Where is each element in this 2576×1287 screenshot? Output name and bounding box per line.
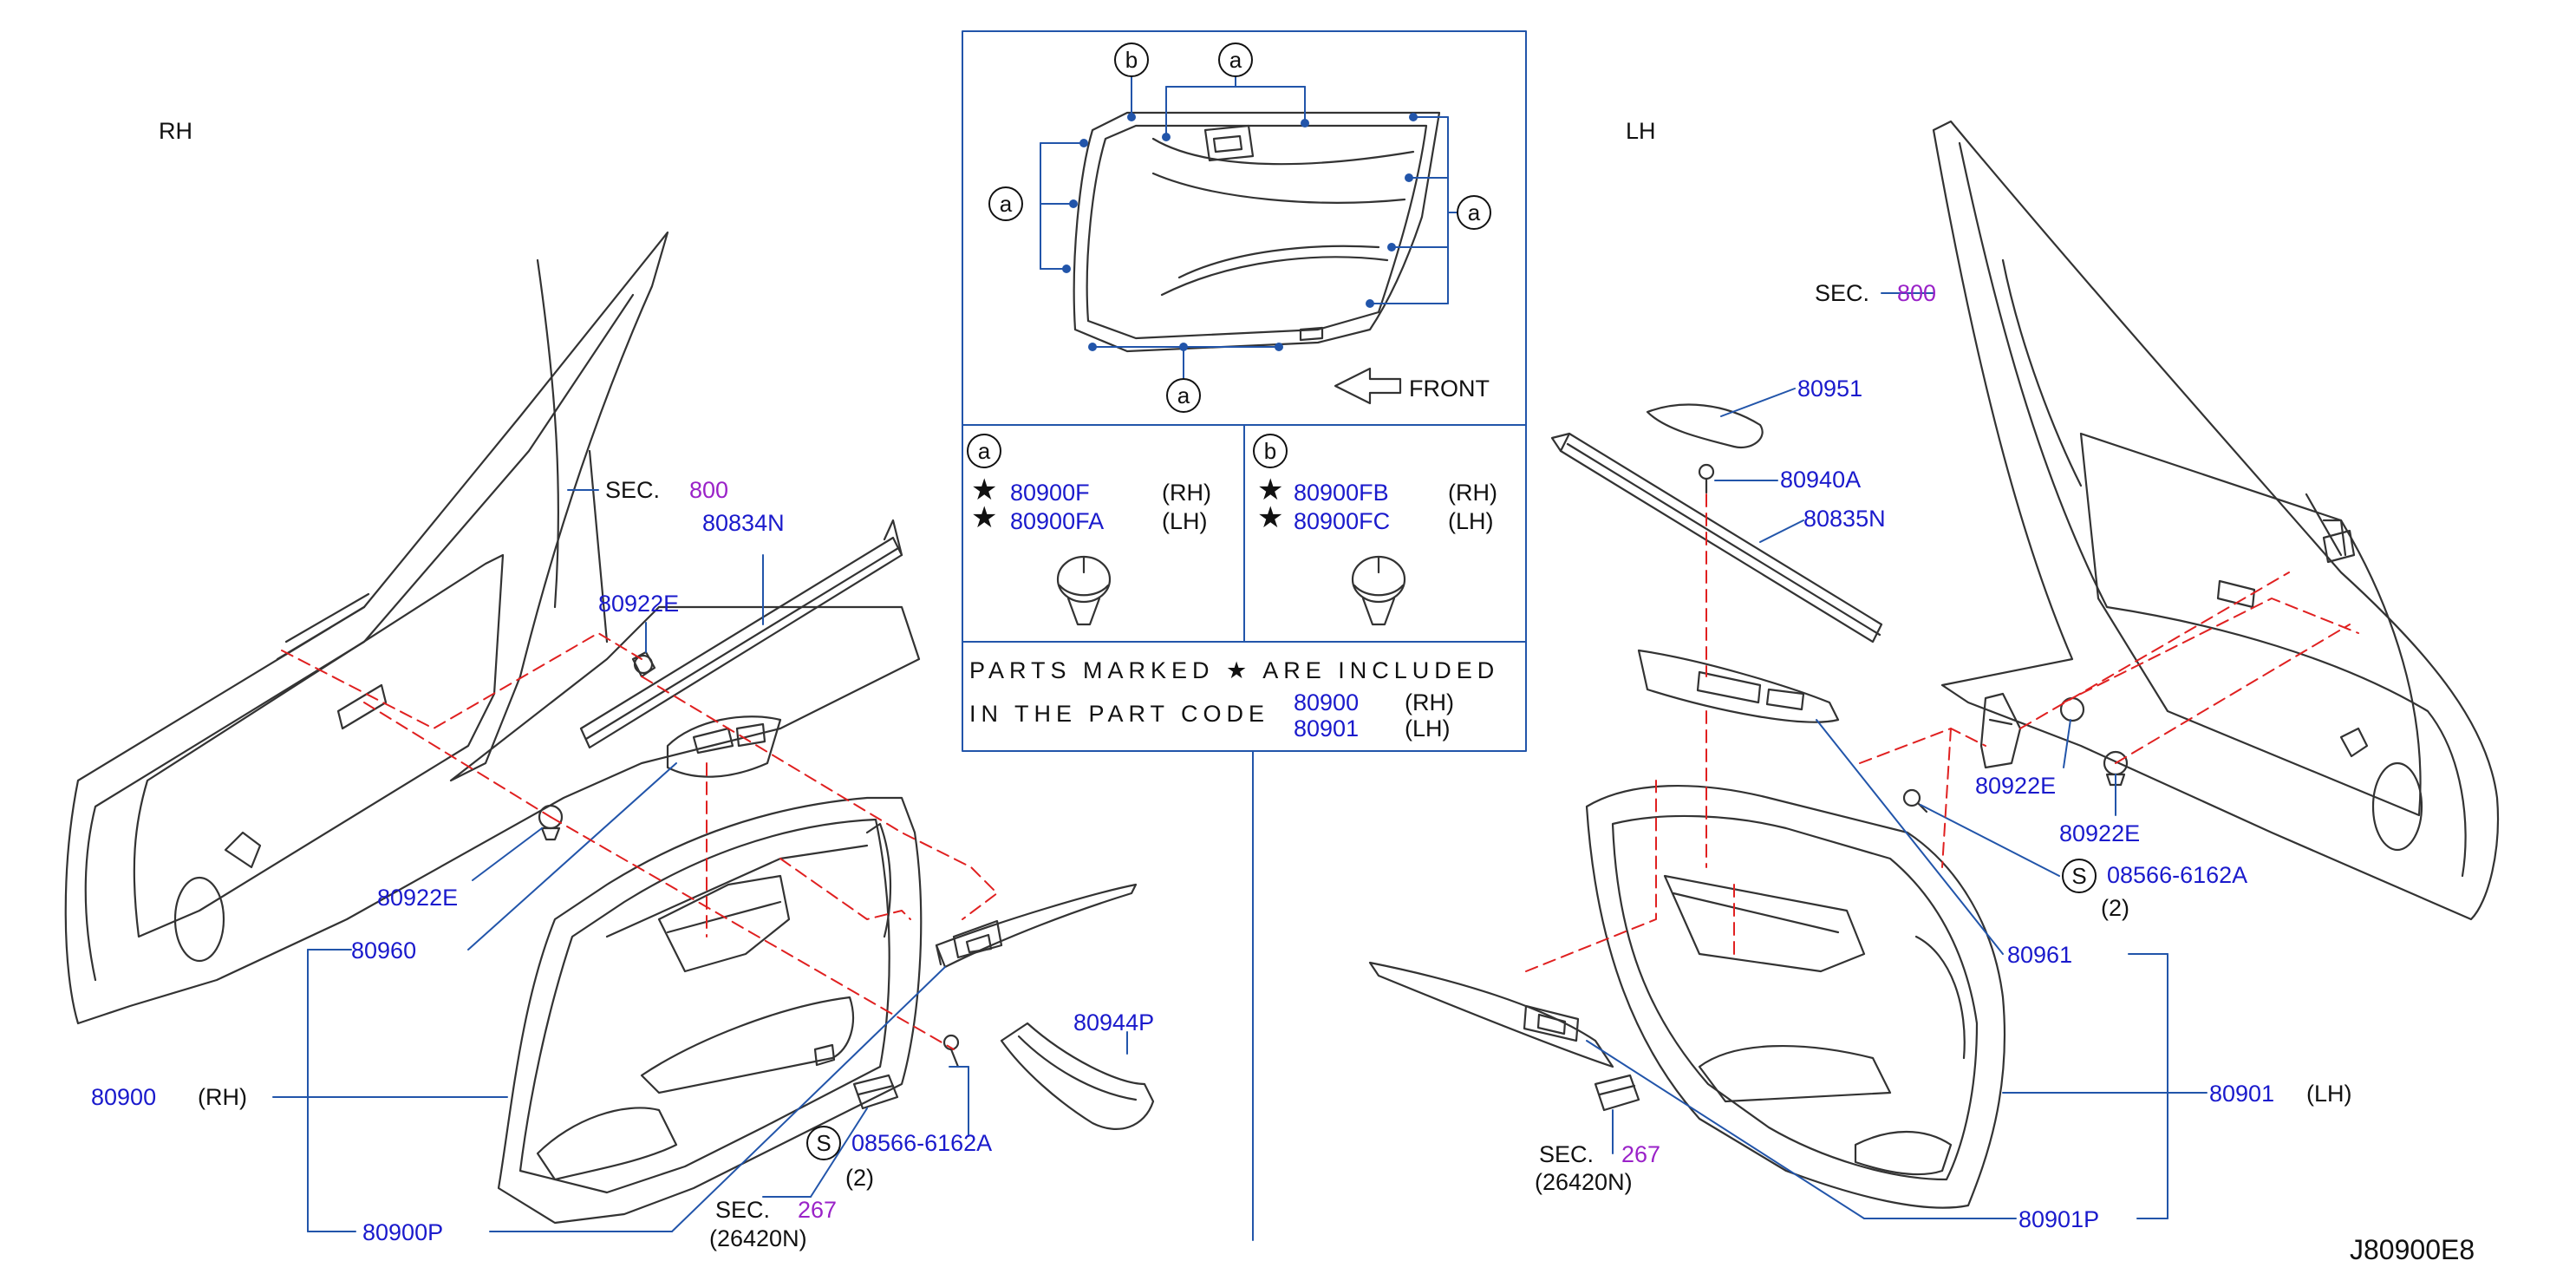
inset-trim-outline — [1073, 111, 1441, 353]
rh-part-80834n: 80834N — [702, 510, 785, 536]
callout-a-left: a — [988, 186, 1023, 221]
lh-screw-80940a — [1698, 463, 1715, 494]
front-label: FRONT — [1409, 376, 1490, 402]
rh-door-shell — [64, 231, 921, 1025]
lh-sec-800-prefix: SEC. — [1815, 280, 1870, 306]
star-icon: ★ — [971, 501, 998, 534]
lh-side-label: LH — [1626, 118, 1656, 144]
clip-a-code-rh: 80900F — [1010, 480, 1090, 506]
rh-pull-handle — [1000, 1022, 1155, 1130]
note-code-rh: 80900 — [1294, 689, 1360, 715]
clip-b-side-lh: (LH) — [1448, 508, 1494, 534]
rh-side-label: RH — [159, 118, 192, 144]
lh-sec-267-sub: (26420N) — [1535, 1169, 1633, 1195]
lh-door-trim-panel — [1585, 784, 2006, 1209]
rh-part-80900-side: (RH) — [198, 1084, 247, 1110]
rh-part-80900p: 80900P — [362, 1219, 444, 1245]
clip-a-side-rh: (RH) — [1162, 480, 1211, 506]
lh-screw — [1902, 788, 1928, 813]
lh-screw-code: 08566-6162A — [2107, 862, 2248, 888]
rh-part-80900: 80900 — [91, 1084, 157, 1110]
callout-b-top: b — [1114, 42, 1149, 77]
star-icon: ★ — [971, 474, 998, 506]
lh-finisher-cap — [1646, 403, 1764, 449]
lh-part-80951: 80951 — [1797, 376, 1863, 402]
clip-a-illustration — [1056, 555, 1112, 626]
lh-screw-qty: (2) — [2101, 895, 2129, 921]
lh-switch-assembly — [1637, 649, 1840, 723]
inset-leaders — [1040, 76, 1458, 382]
rh-door-trim-panel — [497, 796, 923, 1225]
lh-part-80901: 80901 — [2209, 1081, 2275, 1107]
clip-b-side-rh: (RH) — [1448, 480, 1497, 506]
diagram-id: J80900E8 — [2350, 1234, 2475, 1265]
lh-part-80901p: 80901P — [2018, 1206, 2100, 1232]
lh-sec-267-prefix: SEC. — [1539, 1141, 1595, 1167]
clip-a-side-lh: (LH) — [1162, 508, 1208, 534]
lh-door-shell — [1932, 120, 2500, 921]
note-code-lh: 80901 — [1294, 715, 1360, 741]
clip-a-code-lh: 80900FA — [1010, 508, 1105, 534]
clip-b-code-lh: 80900FC — [1294, 508, 1391, 534]
rh-sec-800-prefix: SEC. — [605, 477, 661, 503]
note-line-2: IN THE PART CODE — [969, 701, 1270, 727]
rh-glass-run-strip — [579, 519, 903, 749]
clip-b-letter: b — [1253, 434, 1288, 468]
rh-armrest-trim — [935, 883, 1138, 969]
clip-b-illustration — [1351, 555, 1406, 626]
rh-part-80944p: 80944P — [1073, 1009, 1155, 1035]
note-side-lh: (LH) — [1405, 715, 1451, 741]
front-arrow-icon — [1334, 367, 1402, 405]
callout-a-right: a — [1457, 195, 1491, 230]
star-icon: ★ — [1257, 474, 1284, 506]
rh-sec-267-number: 267 — [798, 1197, 838, 1223]
lh-bracket-267 — [1594, 1074, 1640, 1112]
callout-a-top: a — [1218, 42, 1253, 77]
note-line-1: PARTS MARKED ★ ARE INCLUDED — [969, 657, 1500, 683]
rh-screw-qty: (2) — [845, 1165, 874, 1191]
lh-part-80961: 80961 — [2007, 942, 2073, 968]
lh-part-80922e-lower: 80922E — [2059, 820, 2141, 846]
lh-screw-s-letter: S — [2062, 859, 2097, 893]
lh-sec-267-number: 267 — [1621, 1141, 1661, 1167]
inset-panel — [962, 30, 1527, 1241]
clip-b-code-rh: 80900FB — [1294, 480, 1389, 506]
rh-clip-lower — [538, 804, 564, 841]
star-icon: ★ — [1257, 501, 1284, 534]
lh-armrest-trim — [1368, 961, 1614, 1068]
rh-switch-bezel — [666, 715, 782, 778]
rh-part-80922e-bottom: 80922E — [377, 885, 459, 911]
rh-part-80960: 80960 — [351, 937, 417, 964]
callout-a-bottom: a — [1166, 378, 1201, 413]
dashed-assembly-lines — [281, 493, 2359, 1050]
note-side-rh: (RH) — [1405, 689, 1454, 715]
inset-clip-dots — [1062, 113, 1418, 351]
rh-part-80922e-top: 80922E — [598, 591, 680, 617]
rh-clip-upper — [631, 650, 656, 678]
lh-part-80901-side: (LH) — [2306, 1081, 2352, 1107]
rh-bracket — [852, 1074, 899, 1110]
lh-bracket — [1979, 692, 2022, 769]
leader-lines — [272, 292, 2208, 1232]
clip-a-letter: a — [967, 434, 1001, 468]
lh-glass-run-strip — [1550, 432, 1883, 644]
lh-part-80922e-upper: 80922E — [1975, 773, 2057, 799]
lh-sec-800-number: 800 — [1897, 280, 1937, 306]
rh-sec-267-sub: (26420N) — [709, 1225, 807, 1251]
rh-sec-267-prefix: SEC. — [715, 1197, 771, 1223]
lh-part-80940a: 80940A — [1780, 467, 1862, 493]
rh-screw-s-letter: S — [806, 1126, 841, 1160]
rh-sec-800-number: 800 — [689, 477, 729, 503]
lh-part-80835n: 80835N — [1803, 506, 1886, 532]
rh-screw-code: 08566-6162A — [851, 1130, 993, 1156]
rh-screw — [942, 1034, 960, 1068]
